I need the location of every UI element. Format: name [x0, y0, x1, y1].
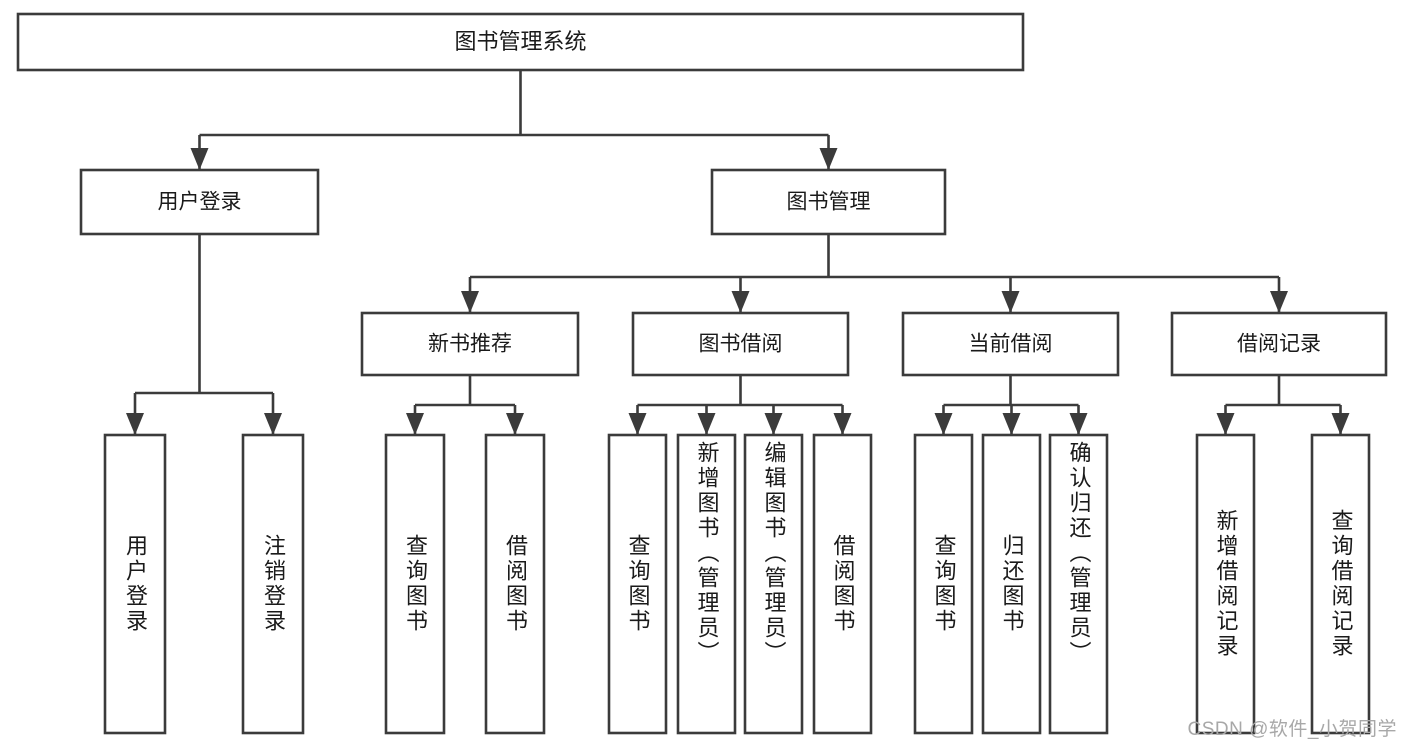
arrow-head-icon — [264, 413, 282, 435]
node-box-新增借阅记录[interactable] — [1195, 433, 1256, 735]
node-label-图书管理: 图书管理 — [787, 191, 871, 214]
node-box-layer — [16, 12, 1388, 735]
arrow-head-icon — [697, 413, 716, 435]
node-box-借阅图书[interactable] — [812, 433, 873, 735]
arrow-head-icon — [1331, 413, 1350, 435]
arrow-head-icon — [1069, 413, 1088, 435]
arrow-head-icon — [628, 413, 647, 435]
node-box-注销登录[interactable] — [241, 433, 305, 735]
node-box-用户登录[interactable] — [103, 433, 167, 735]
arrow-head-icon — [1001, 291, 1020, 313]
node-box-当前借阅[interactable] — [901, 311, 1120, 377]
arrow-head-icon — [406, 413, 424, 435]
connector-layer — [126, 70, 1350, 435]
node-box-归还图书[interactable] — [981, 433, 1042, 735]
node-label-用户登录: 用户登录 — [158, 191, 242, 214]
watermark-text: CSDN @软件_小贺同学 — [1187, 719, 1397, 740]
node-box-查询图书[interactable] — [384, 433, 446, 735]
node-box-查询图书[interactable] — [913, 433, 974, 735]
arrow-head-icon — [190, 148, 209, 170]
node-label-新书推荐: 新书推荐 — [428, 333, 512, 356]
arrow-head-icon — [731, 291, 750, 313]
arrow-head-icon — [126, 413, 144, 435]
arrow-head-icon — [461, 291, 479, 313]
node-box-确认归还管理员[interactable] — [1048, 433, 1109, 735]
node-box-新书推荐[interactable] — [360, 311, 580, 377]
arrow-head-icon — [819, 148, 838, 170]
node-label-图书借阅: 图书借阅 — [699, 333, 783, 356]
node-box-新增图书管理员[interactable] — [676, 433, 737, 735]
arrow-head-icon — [833, 413, 852, 435]
node-label-图书管理系统: 图书管理系统 — [454, 29, 586, 54]
arrow-head-icon — [1270, 291, 1288, 313]
arrow-head-icon — [1002, 413, 1021, 435]
node-label-借阅记录: 借阅记录 — [1237, 333, 1321, 356]
node-box-图书管理[interactable] — [710, 168, 947, 236]
node-box-图书管理系统[interactable] — [16, 12, 1025, 72]
node-box-借阅记录[interactable] — [1170, 311, 1388, 377]
arrow-head-icon — [934, 413, 953, 435]
arrow-head-icon — [764, 413, 783, 435]
arrow-head-icon — [506, 413, 524, 435]
node-label-当前借阅: 当前借阅 — [969, 333, 1053, 356]
node-box-查询图书[interactable] — [607, 433, 668, 735]
node-box-借阅图书[interactable] — [484, 433, 546, 735]
node-box-查询借阅记录[interactable] — [1310, 433, 1371, 735]
arrow-head-icon — [1216, 413, 1235, 435]
node-box-编辑图书管理员[interactable] — [743, 433, 804, 735]
node-box-用户登录[interactable] — [79, 168, 320, 236]
node-box-图书借阅[interactable] — [631, 311, 850, 377]
